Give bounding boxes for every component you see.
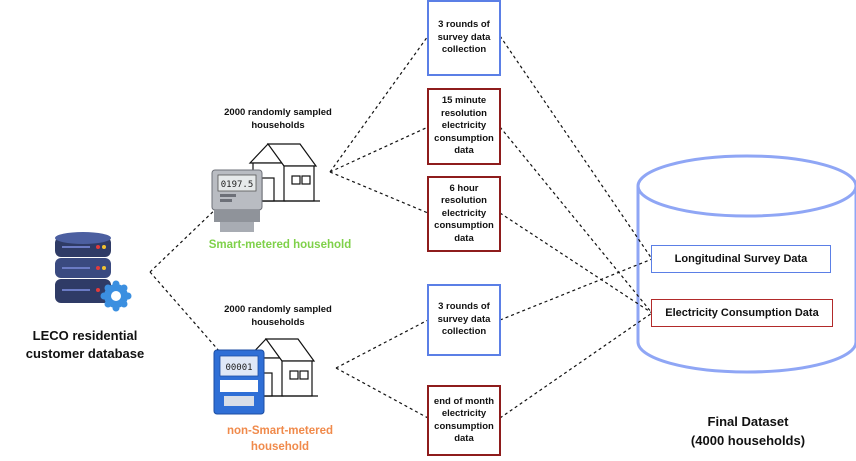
electricity-consumption-box: Electricity Consumption Data xyxy=(651,299,833,327)
nonsmart-to-monthly-line xyxy=(335,367,429,419)
box-line: electricity xyxy=(441,408,487,419)
box-line: data xyxy=(454,145,474,157)
box-line: 3 rounds of xyxy=(438,19,490,31)
monthly-to-consumption-line xyxy=(499,312,653,419)
smart-sample-line2: households xyxy=(251,120,305,131)
nonsmart-household-label: non-Smart-metered household xyxy=(185,423,375,455)
box-line: end of month xyxy=(433,395,495,407)
box-line: 15 minute xyxy=(441,95,487,107)
box-line: 3 rounds of xyxy=(438,301,490,313)
nonsmart-household-line2: household xyxy=(250,441,310,453)
smart-meter-reading: 0197.5 xyxy=(221,180,254,190)
source-title-line1: LECO residential xyxy=(32,328,138,343)
longitudinal-survey-box: Longitudinal Survey Data xyxy=(651,245,831,273)
nonsmart-sample-line2: households xyxy=(251,317,305,328)
box-line: resolution xyxy=(441,195,487,207)
final-title-line2: (4000 households) xyxy=(690,433,806,448)
database-icon xyxy=(55,232,111,303)
box-line: survey data xyxy=(437,313,491,325)
smart-survey-box: 3 rounds of survey data collection xyxy=(427,0,501,76)
box-line: collection xyxy=(441,326,487,338)
box-line: consumption xyxy=(434,420,494,432)
final-title-line1: Final Dataset xyxy=(707,414,789,429)
smart-to-survey-line xyxy=(329,35,429,173)
source-title-line2: customer database xyxy=(25,346,145,361)
smart-sample-label: 2000 randomly sampled households xyxy=(203,106,353,132)
connection-lines xyxy=(149,35,653,419)
nonsmart-survey-box: 3 rounds of survey data collection xyxy=(427,284,501,356)
nonsmart-sample-label: 2000 randomly sampled households xyxy=(203,303,353,329)
box-line: electricity xyxy=(441,120,487,132)
box-line: survey data xyxy=(437,31,491,43)
smart-to-15min-line xyxy=(329,126,429,173)
smart-meter-icon: 0197.5 xyxy=(211,169,263,232)
nonsmart-to-survey-line xyxy=(335,319,429,369)
15min-to-consumption-line xyxy=(499,126,653,314)
nonsmart-monthly-box: end of month electricity consumption dat… xyxy=(427,385,501,456)
nonsmart-household-line1: non-Smart-metered xyxy=(226,425,334,437)
survey1-to-longitudinal-line xyxy=(499,35,653,260)
survey2-to-longitudinal-line xyxy=(499,258,653,321)
smart-to-6hour-line xyxy=(329,171,429,214)
box-line: consumption xyxy=(434,132,494,144)
nonsmart-meter-icon: 00001 xyxy=(213,349,265,415)
gear-icon xyxy=(100,280,132,312)
box-line: data xyxy=(454,232,474,244)
6hour-to-consumption-line xyxy=(499,212,653,314)
smart-sample-line1: 2000 randomly sampled xyxy=(224,107,332,118)
smart-household-label: Smart-metered household xyxy=(208,239,352,251)
source-title: LECO residential customer database xyxy=(0,327,170,363)
box-line: data xyxy=(454,433,474,444)
smart-15min-box: 15 minute resolution electricity consump… xyxy=(427,88,501,165)
db-to-smart-line xyxy=(149,204,221,273)
box-line: resolution xyxy=(441,107,487,119)
nonsmart-meter-reading: 00001 xyxy=(225,363,252,373)
box-line: consumption xyxy=(434,220,494,232)
box-line: 6 hour xyxy=(449,182,479,194)
nonsmart-sample-line1: 2000 randomly sampled xyxy=(224,304,332,315)
box-line: electricity xyxy=(441,207,487,219)
smart-6hour-box: 6 hour resolution electricity consumptio… xyxy=(427,176,501,252)
box-line: collection xyxy=(441,44,487,56)
final-dataset-title: Final Dataset (4000 households) xyxy=(650,412,846,450)
